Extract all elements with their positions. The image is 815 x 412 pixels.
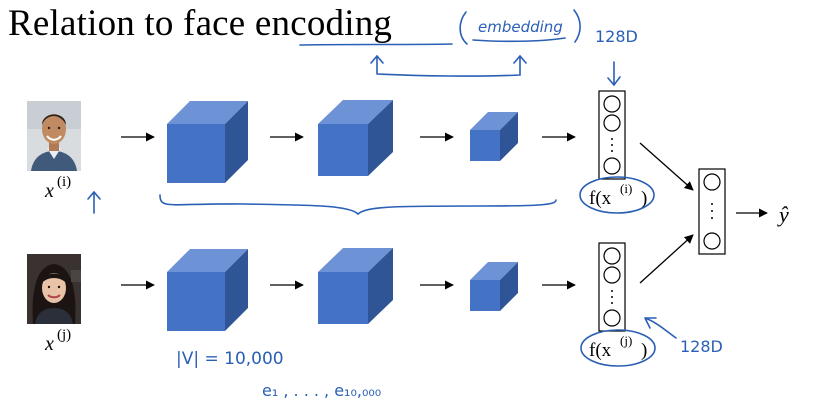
encoding-label-top: f(x (i) ) bbox=[589, 181, 647, 209]
encoding-circle-top bbox=[579, 176, 655, 214]
vocab-annotation: |V| = 10,000 bbox=[176, 349, 284, 369]
vector-unit bbox=[603, 157, 621, 175]
ink-annotations bbox=[87, 9, 677, 367]
conv-layer-3-top bbox=[470, 112, 518, 161]
cube-front-face bbox=[470, 130, 500, 161]
encoding-label-bottom-close: ) bbox=[641, 340, 647, 361]
cube-front-face bbox=[167, 124, 225, 183]
down-arrow-128d bbox=[607, 61, 621, 87]
encoding-label-top-close: ) bbox=[641, 188, 647, 209]
vector-unit bbox=[703, 232, 721, 250]
cube-front-face bbox=[318, 272, 368, 324]
cube-front-face bbox=[470, 280, 500, 311]
cube-front-face bbox=[318, 124, 368, 176]
slide-title: Relation to face encoding bbox=[8, 2, 392, 45]
arrow-top-encoding-to-output bbox=[639, 142, 694, 191]
conv-layer-1-bottom bbox=[167, 249, 248, 331]
conv-layer-1-top bbox=[167, 101, 248, 183]
embedding-paren-left bbox=[459, 11, 468, 45]
vector-ellipsis bbox=[611, 138, 613, 152]
encoding-label-bottom-base: f(x bbox=[589, 340, 612, 361]
vector-ellipsis bbox=[611, 290, 613, 304]
arrow-to-bottom-encoding bbox=[644, 317, 677, 339]
face-photo-man bbox=[27, 101, 81, 171]
embedding-paren-right bbox=[573, 9, 581, 43]
cube-side-face bbox=[368, 100, 393, 176]
output-layer-vector bbox=[698, 168, 726, 255]
vector-unit bbox=[603, 114, 621, 132]
title-emphasis: encoding bbox=[254, 3, 393, 44]
relation-bracket bbox=[370, 54, 527, 77]
cube-front-face bbox=[167, 272, 225, 331]
cube-top-face bbox=[167, 101, 248, 124]
input-label-bottom-base: x bbox=[44, 333, 54, 355]
vector-unit bbox=[703, 173, 721, 191]
cube-top-face bbox=[470, 112, 518, 130]
up-arrow-xi bbox=[87, 190, 101, 214]
face-photo-woman bbox=[27, 254, 81, 324]
dim-annotation-bottom: 128D bbox=[680, 337, 723, 356]
cube-top-face bbox=[470, 262, 518, 280]
cube-side-face bbox=[225, 249, 248, 331]
encoding-circle-bottom bbox=[580, 329, 656, 367]
vector-unit bbox=[603, 266, 621, 284]
arrow-bottom-encoding-to-output bbox=[639, 234, 694, 284]
title-prefix: Relation to face bbox=[8, 3, 255, 44]
conv-layer-2-top bbox=[318, 100, 393, 176]
input-label-bottom-sup: (j) bbox=[57, 327, 71, 343]
encoding-label-bottom-sup: (j) bbox=[620, 333, 632, 348]
network-brace bbox=[159, 194, 557, 216]
conv-layer-3-bottom bbox=[470, 262, 518, 311]
input-label-top-base: x bbox=[44, 180, 54, 202]
prediction-label: ŷ bbox=[777, 202, 789, 227]
dim-annotation-top: 128D bbox=[595, 27, 638, 46]
vector-unit bbox=[603, 309, 621, 327]
cube-side-face bbox=[500, 262, 518, 311]
vector-ellipsis bbox=[711, 203, 713, 219]
vector-unit bbox=[603, 247, 621, 265]
embeddings-annotation: e₁ , . . . , e₁₀,₀₀₀ bbox=[262, 381, 381, 400]
combine-arrows bbox=[639, 142, 768, 284]
encoding-label-bottom: f(x (j) ) bbox=[589, 333, 647, 361]
conv-layer-2-bottom bbox=[318, 248, 393, 324]
cube-side-face bbox=[225, 101, 248, 183]
encoding-vector-bottom bbox=[598, 242, 626, 332]
input-label-top-sup: (i) bbox=[57, 174, 71, 190]
embedding-underline bbox=[472, 37, 566, 43]
cube-top-face bbox=[167, 249, 248, 272]
embedding-annotation: embedding bbox=[478, 18, 563, 36]
encoding-label-top-base: f(x bbox=[589, 188, 612, 209]
input-label-top: x (i) bbox=[44, 174, 71, 202]
cube-side-face bbox=[368, 248, 393, 324]
encoding-label-top-sup: (i) bbox=[620, 181, 632, 196]
vector-unit bbox=[603, 95, 621, 113]
input-label-bottom: x (j) bbox=[44, 327, 71, 355]
cube-side-face bbox=[500, 112, 518, 161]
ink-text: embedding 128D 128D |V| = 10,000 e₁ , . … bbox=[176, 18, 723, 400]
encoding-vector-top bbox=[598, 90, 626, 180]
title-underline bbox=[299, 43, 453, 46]
